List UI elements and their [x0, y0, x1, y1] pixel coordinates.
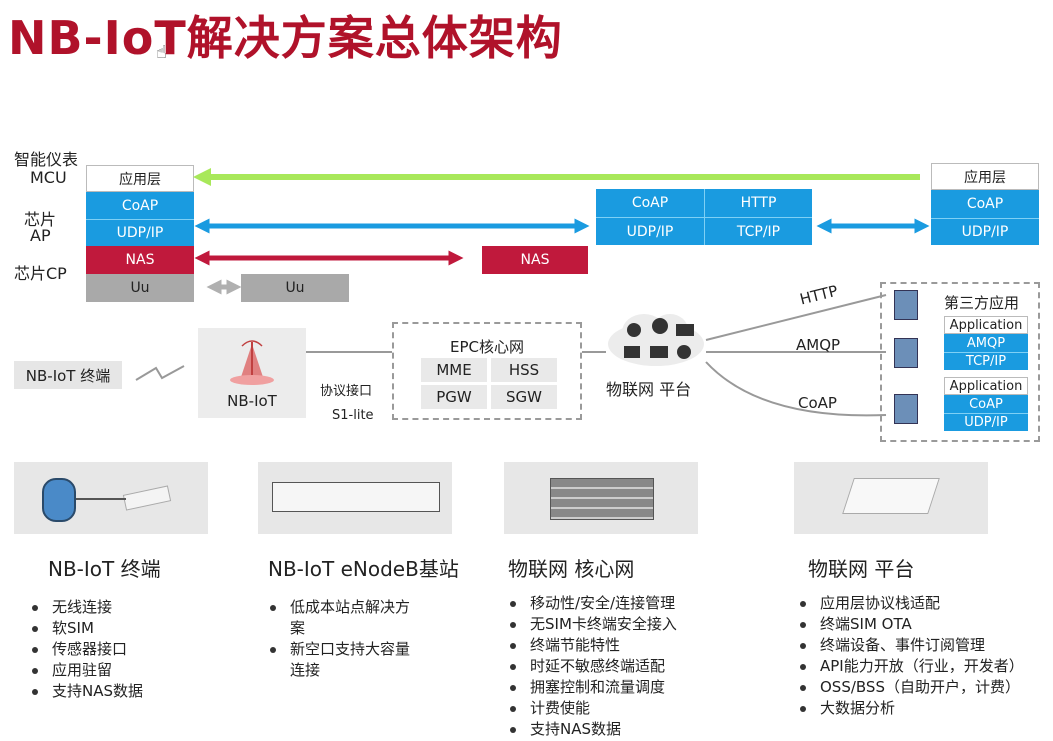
list-item: 时延不敏感终端适配 — [506, 656, 677, 677]
epc-title: EPC核心网 — [450, 338, 524, 356]
line-coap — [705, 361, 887, 417]
list-item: 移动性/安全/连接管理 — [506, 593, 677, 614]
list-item: OSS/BSS（自助开户，计费） — [796, 677, 1024, 698]
left-coap: CoAP — [86, 192, 194, 219]
list-item: 低成本站点解决方 — [266, 597, 410, 618]
mid-nas: NAS — [482, 246, 588, 274]
protocol-amqp: AMQP — [796, 336, 841, 354]
enodeb-device-icon — [272, 482, 440, 512]
right-app-layer: 应用层 — [931, 163, 1039, 190]
list-terminal: 无线连接 软SIM 传感器接口 应用驻留 支持NAS数据 — [28, 597, 143, 702]
list-platform: 应用层协议栈适配 终端SIM OTA 终端设备、事件订阅管理 API能力开放（行… — [796, 593, 1024, 719]
platform-device-icon — [842, 478, 940, 514]
line-http — [705, 294, 887, 341]
cloud-icon — [608, 314, 704, 366]
label-chip: 芯片 — [24, 210, 57, 229]
right-udp: UDP/IP — [931, 218, 1039, 245]
epc-sgw: SGW — [491, 385, 557, 409]
server-icon-2 — [894, 338, 918, 368]
left-udp: UDP/IP — [86, 219, 194, 246]
tp-coap: CoAP — [944, 395, 1028, 413]
mid-uu: Uu — [241, 274, 349, 302]
section-title-platform: 物联网 平台 — [808, 557, 915, 581]
platform-label: 物联网 平台 — [606, 380, 692, 399]
epc-core-box — [392, 322, 582, 420]
list-item: 应用驻留 — [28, 660, 143, 681]
terminal-image — [14, 462, 208, 534]
meter-icon — [42, 478, 76, 522]
tower-icon — [230, 340, 274, 385]
epc-pgw: PGW — [421, 385, 487, 409]
tp-udp: UDP/IP — [944, 413, 1028, 431]
list-item: 软SIM — [28, 618, 143, 639]
list-item: 支持NAS数据 — [28, 681, 143, 702]
tp-app2: Application — [944, 377, 1028, 395]
list-item: 应用层协议栈适配 — [796, 593, 1024, 614]
left-app-layer: 应用层 — [86, 165, 194, 192]
list-item: 支持NAS数据 — [506, 719, 677, 740]
section-title-core: 物联网 核心网 — [508, 557, 635, 581]
page-title: NB-IoT解决方案总体架构 — [8, 11, 563, 65]
list-enodeb: 低成本站点解决方 案 新空口支持大容量 连接 — [266, 597, 410, 681]
wireless-zigzag — [135, 365, 185, 381]
left-uu: Uu — [86, 274, 194, 302]
epc-hss: HSS — [491, 358, 557, 382]
platform-http: HTTP — [704, 189, 812, 217]
cursor-hand-icon: ☝ — [156, 42, 167, 63]
list-item: 新空口支持大容量 — [266, 639, 410, 660]
server-icon-1 — [894, 290, 918, 320]
list-item: 终端SIM OTA — [796, 614, 1024, 635]
server-rack-icon — [550, 478, 654, 520]
enodeb-image — [258, 462, 452, 534]
platform-coap: CoAP — [596, 189, 704, 217]
list-item: 计费使能 — [506, 698, 677, 719]
core-network-image — [504, 462, 698, 534]
platform-tcp: TCP/IP — [704, 217, 812, 245]
list-item-continued: 连接 — [290, 661, 321, 679]
platform-udp: UDP/IP — [596, 217, 704, 245]
platform-image — [794, 462, 988, 534]
tp-tcp: TCP/IP — [944, 352, 1028, 370]
module-icon — [122, 485, 172, 511]
list-item: 传感器接口 — [28, 639, 143, 660]
tp-app1: Application — [944, 316, 1028, 334]
list-item-continued: 案 — [290, 619, 306, 637]
s1-lite-label: S1-lite — [332, 408, 374, 423]
enodeb-label: NB-IoT — [227, 392, 277, 410]
protocol-coap: CoAP — [798, 394, 837, 412]
section-title-terminal: NB-IoT 终端 — [48, 557, 161, 581]
list-item: 无线连接 — [28, 597, 143, 618]
connector-wire — [76, 498, 126, 500]
protocol-interface-label: 协议接口 — [320, 384, 373, 399]
left-nas: NAS — [86, 246, 194, 274]
list-item: API能力开放（行业，开发者） — [796, 656, 1024, 677]
terminal-label: NB-IoT 终端 — [14, 361, 122, 389]
third-party-box — [880, 282, 1040, 442]
third-party-title: 第三方应用 — [944, 294, 1020, 312]
list-item: 大数据分析 — [796, 698, 1024, 719]
epc-mme: MME — [421, 358, 487, 382]
list-item: 无SIM卡终端安全接入 — [506, 614, 677, 635]
right-coap: CoAP — [931, 190, 1039, 218]
server-icon-3 — [894, 394, 918, 424]
label-mcu: MCU — [30, 168, 67, 187]
tp-amqp: AMQP — [944, 334, 1028, 352]
list-item: 终端设备、事件订阅管理 — [796, 635, 1024, 656]
label-chip-cp: 芯片CP — [14, 264, 67, 283]
label-ap: AP — [30, 226, 51, 245]
list-core: 移动性/安全/连接管理 无SIM卡终端安全接入 终端节能特性 时延不敏感终端适配… — [506, 593, 677, 740]
section-title-enodeb: NB-IoT eNodeB基站 — [268, 557, 459, 581]
label-smart-meter: 智能仪表 — [14, 150, 79, 169]
list-item: 终端节能特性 — [506, 635, 677, 656]
list-item: 拥塞控制和流量调度 — [506, 677, 677, 698]
